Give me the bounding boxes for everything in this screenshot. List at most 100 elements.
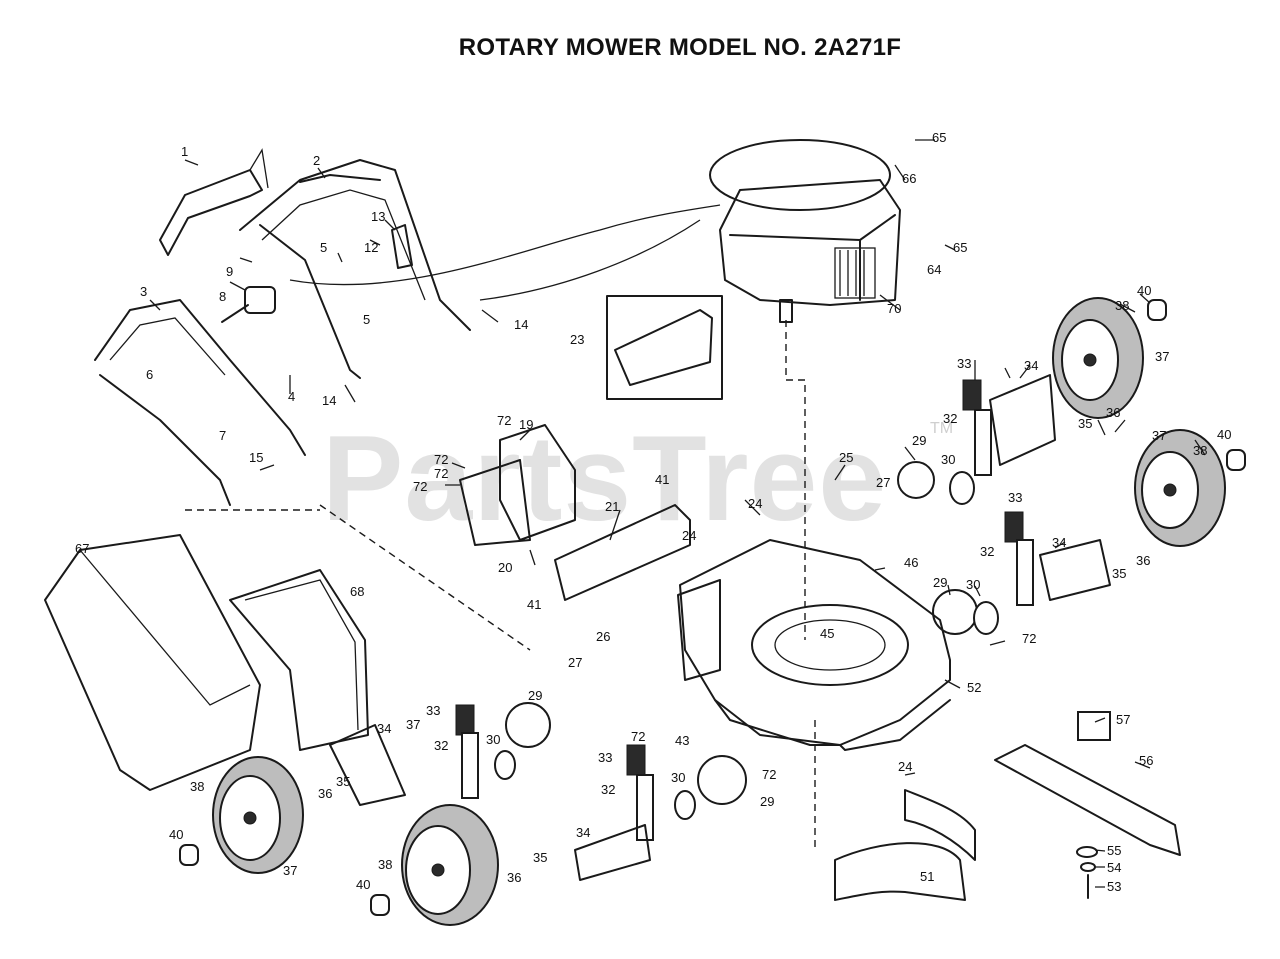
blade-adapter-57 (1077, 711, 1111, 741)
mower-deck (677, 539, 951, 850)
callout-40c: 40 (169, 827, 184, 842)
callout-36c: 36 (318, 786, 333, 801)
callout-27a: 27 (876, 475, 891, 490)
callout-72c: 72 (413, 479, 428, 494)
callout-24a: 24 (748, 496, 763, 511)
callout-30b: 30 (966, 577, 981, 592)
part-23-bracket (614, 309, 713, 386)
gear-29a (897, 461, 935, 499)
callout-3: 3 (140, 284, 148, 299)
callout-34d: 34 (576, 825, 591, 840)
adjuster-grip-a (962, 379, 982, 411)
hubcap-40c (179, 844, 199, 866)
callout-32d: 32 (601, 782, 616, 797)
hubcap-40b (1226, 449, 1246, 471)
callout-4: 4 (288, 389, 296, 404)
callout-38b: 38 (1193, 443, 1208, 458)
callout-51: 51 (920, 869, 935, 884)
part-21-shield (554, 504, 691, 601)
callout-55: 55 (1107, 843, 1122, 858)
callout-23: 23 (570, 332, 585, 347)
callout-72b: 72 (434, 452, 449, 467)
washer-54 (1080, 862, 1096, 872)
diagram-title: ROTARY MOWER MODEL NO. 2A271F (458, 34, 902, 61)
callout-35c: 35 (336, 774, 351, 789)
wheel-center-4 (431, 863, 445, 877)
callout-68: 68 (350, 584, 365, 599)
engine-axis-line (785, 320, 806, 640)
callout-67: 67 (75, 541, 90, 556)
callout-21: 21 (605, 499, 620, 514)
upper-handle (239, 159, 471, 379)
handle-knob (244, 286, 276, 314)
callout-1: 1 (181, 144, 189, 159)
roller-30b (973, 601, 999, 635)
callout-24c: 24 (898, 759, 913, 774)
axle-c (329, 724, 406, 806)
callout-33d: 33 (598, 750, 613, 765)
callout-46: 46 (904, 555, 919, 570)
callout-35a: 35 (1078, 416, 1093, 431)
throttle-cable (289, 204, 721, 286)
engine-body (719, 179, 901, 306)
control-bail-stem (249, 148, 269, 189)
grass-bag-seam (79, 549, 251, 706)
callout-56: 56 (1139, 753, 1154, 768)
callout-30a: 30 (941, 452, 956, 467)
callout-15: 15 (249, 450, 264, 465)
engine-crankshaft (779, 299, 793, 323)
callout-34a: 34 (1024, 358, 1039, 373)
callout-12: 12 (364, 240, 379, 255)
adjuster-grip-d (626, 744, 646, 776)
blade-56 (994, 744, 1181, 856)
wheel-rear-right-top (1052, 297, 1144, 419)
callout-38c: 38 (190, 779, 205, 794)
lower-handle (94, 299, 306, 506)
deck-inner-ring-2 (774, 619, 886, 671)
callout-24b: 24 (682, 528, 697, 543)
callout-5b: 5 (363, 312, 371, 327)
hubcap-40d (370, 894, 390, 916)
deck-inner-ring (751, 604, 909, 686)
wheel-rear-right-mid (1134, 429, 1226, 547)
cable-bracket (391, 224, 413, 269)
baffle-51 (834, 842, 966, 901)
callout-66: 66 (902, 171, 917, 186)
handle-bolt (221, 304, 249, 323)
callout-54: 54 (1107, 860, 1122, 875)
callout-36d: 36 (507, 870, 522, 885)
callout-64: 64 (927, 262, 942, 277)
deck-front-skirt (714, 699, 951, 751)
callout-30d: 30 (671, 770, 686, 785)
axle-b (1039, 539, 1111, 601)
callout-29a: 29 (912, 433, 927, 448)
callout-2: 2 (313, 153, 321, 168)
wheel-center-1 (1083, 353, 1097, 367)
callout-72g: 72 (434, 466, 449, 481)
callout-52: 52 (967, 680, 982, 695)
callout-34b: 34 (1052, 535, 1067, 550)
roller-30a (949, 471, 975, 505)
callout-29c: 29 (528, 688, 543, 703)
callout-34c: 34 (377, 721, 392, 736)
control-bail (159, 169, 263, 256)
roller-30d (674, 790, 696, 820)
adjuster-grip-c (455, 704, 475, 736)
callout-33c: 33 (426, 703, 441, 718)
callout-27b: 27 (568, 655, 583, 670)
callout-72d: 72 (1022, 631, 1037, 646)
part-23-frame (606, 295, 723, 400)
callout-29b: 29 (933, 575, 948, 590)
adjuster-lever-d (636, 774, 654, 841)
callout-35d: 35 (533, 850, 548, 865)
engine-shroud-top (709, 139, 891, 211)
callout-33a: 33 (957, 356, 972, 371)
lower-handle-inner (109, 317, 226, 376)
wheel-center-3 (243, 811, 257, 825)
callout-70: 70 (887, 301, 902, 316)
callout-26: 26 (596, 629, 611, 644)
engine-block (729, 214, 896, 301)
callout-7: 7 (219, 428, 227, 443)
callout-32b: 32 (980, 544, 995, 559)
